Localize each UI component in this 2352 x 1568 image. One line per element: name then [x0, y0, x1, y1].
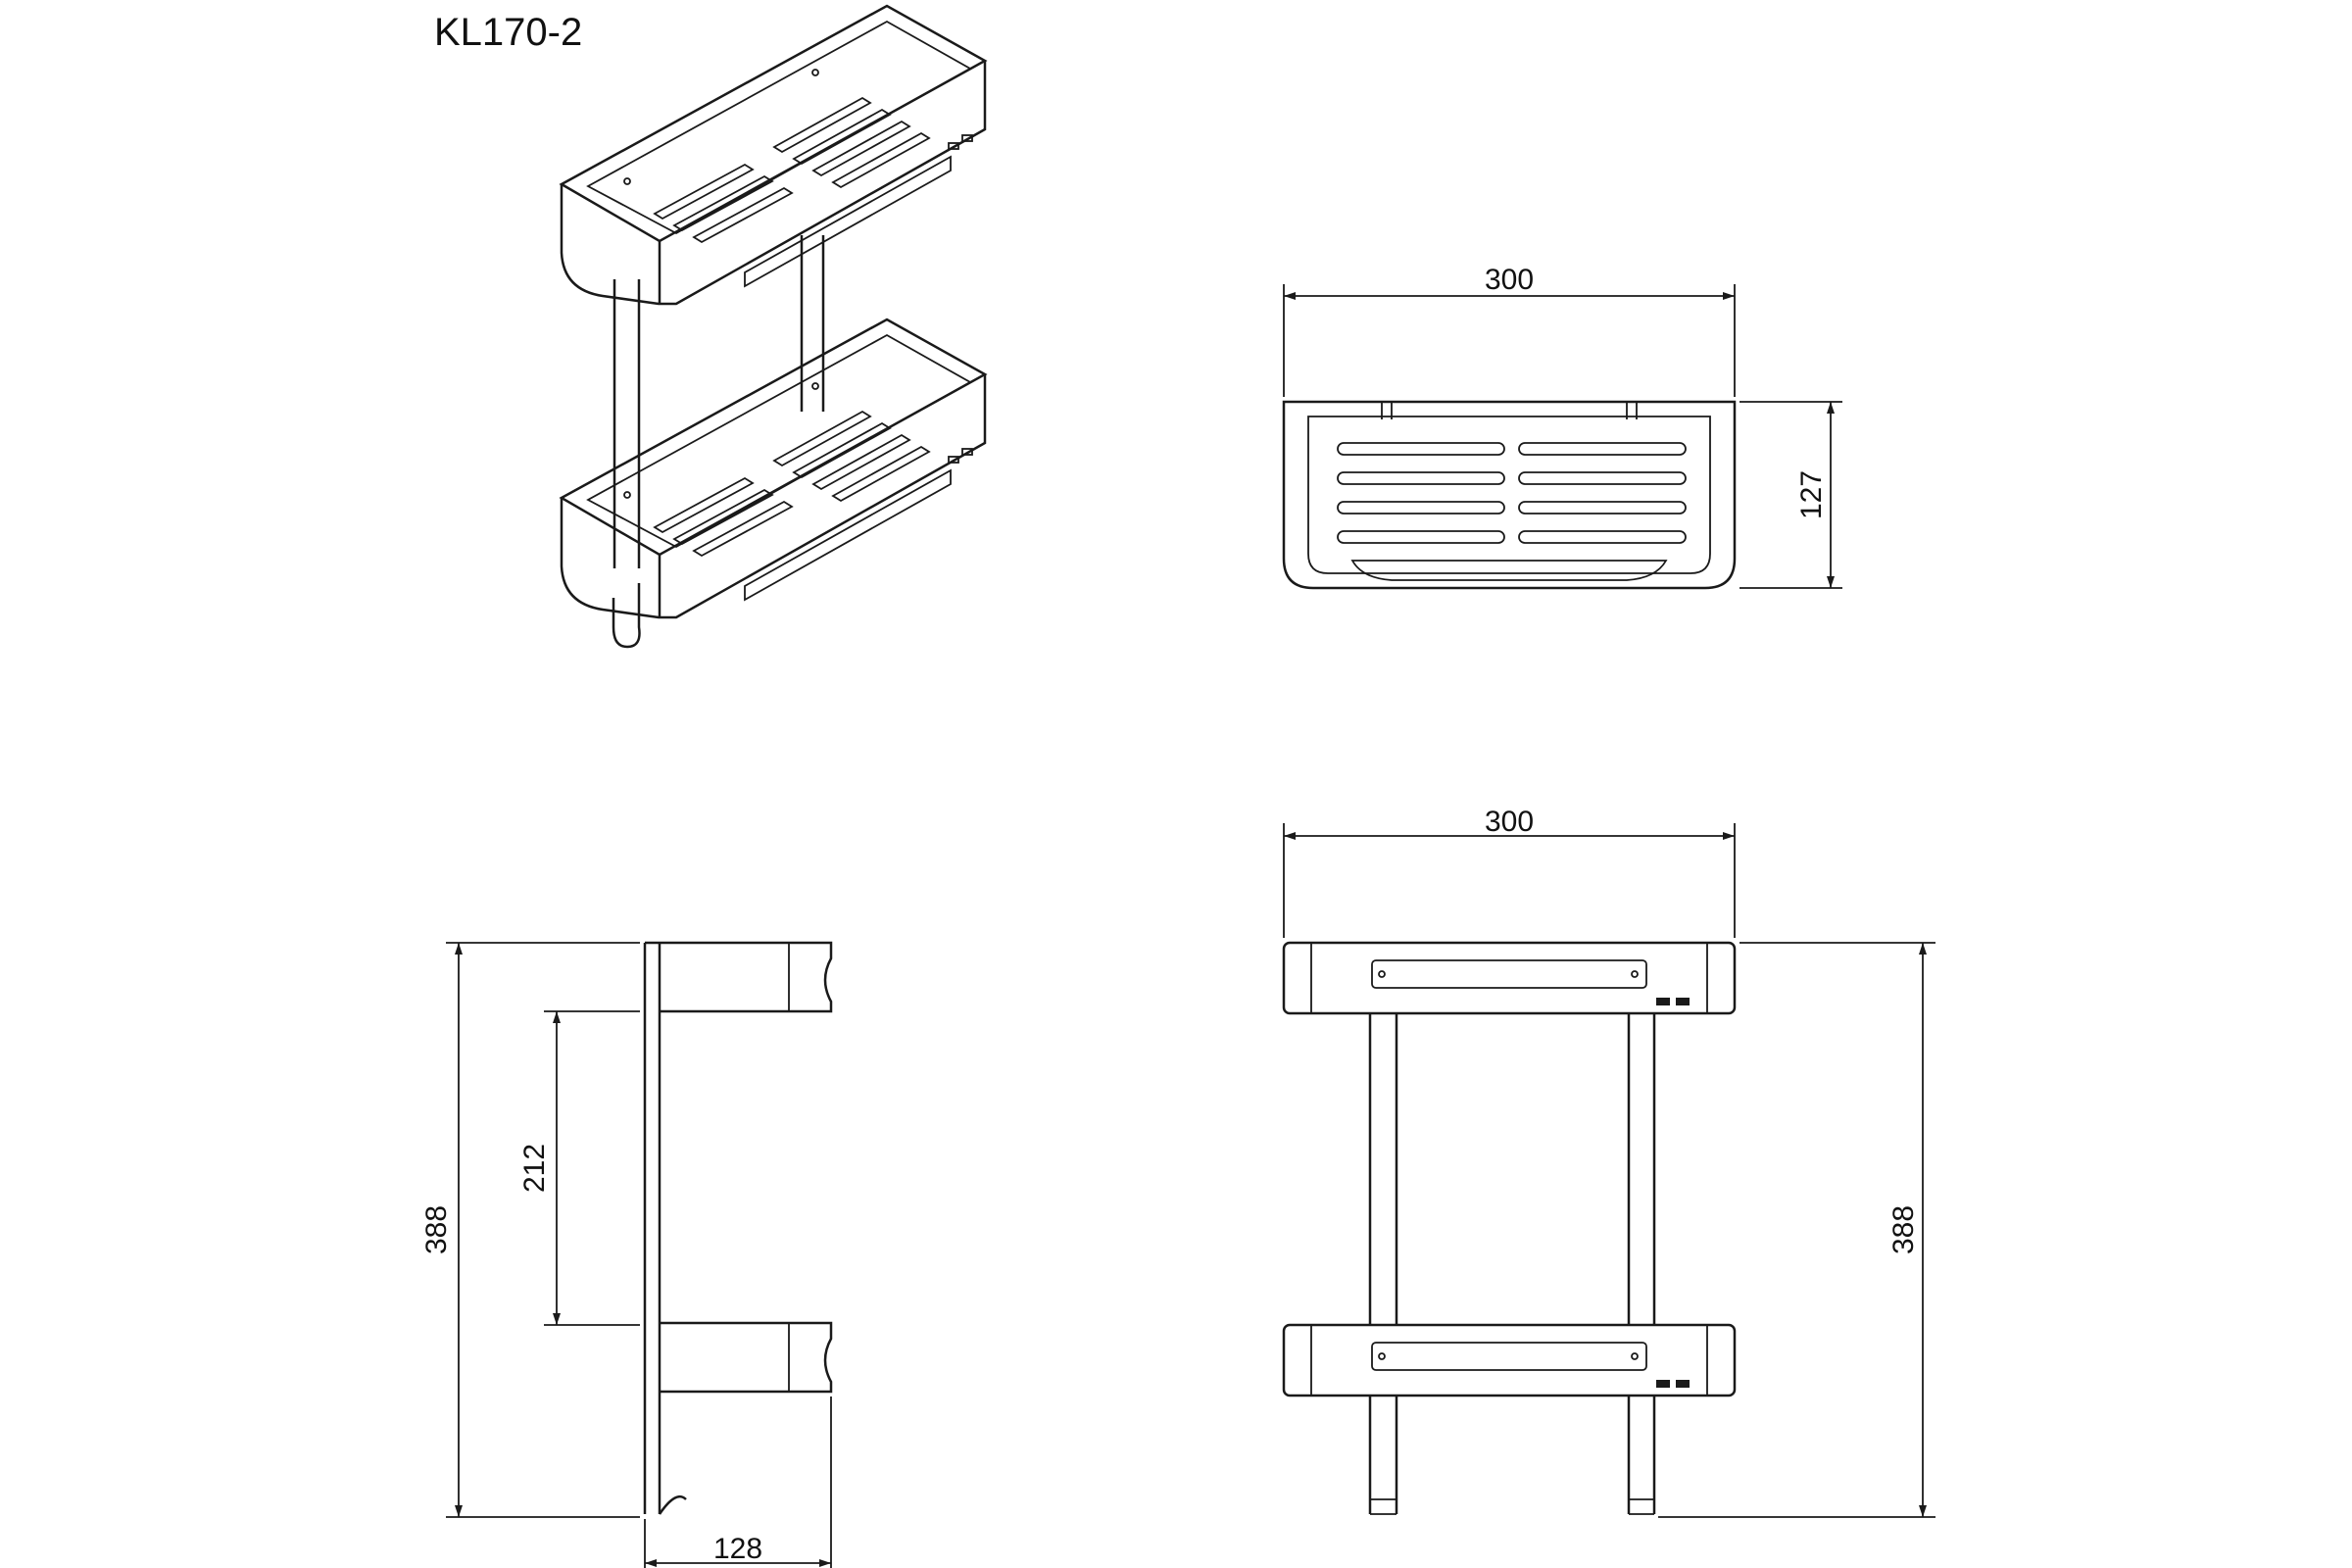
front-view-upper-shelf: [1282, 941, 1737, 1015]
side-view-lower-shelf: [660, 1321, 833, 1394]
side-view-hook: [658, 1494, 687, 1515]
iso-lower-basket: [559, 318, 988, 619]
side-view-upper-shelf: [645, 941, 833, 1013]
top-view-outline: [1282, 400, 1737, 590]
top-view-slots: [1337, 442, 1687, 544]
side-view-shelf-gap-dimension: 212: [518, 1144, 551, 1193]
side-view-height-dimension: 388: [420, 1205, 453, 1254]
top-view-depth-dimension: 127: [1795, 470, 1828, 519]
front-view-height-dimension: 388: [1887, 1205, 1920, 1254]
iso-lower-slots: [653, 410, 931, 558]
front-view-lower-shelf: [1282, 1323, 1737, 1397]
iso-upper-slots: [653, 96, 931, 244]
front-view-width-dimension: 300: [1485, 806, 1534, 838]
front-view-posts: [1368, 1014, 1656, 1515]
side-view: 388 212 128: [420, 941, 833, 1568]
isometric-view: [559, 4, 988, 649]
iso-hook: [612, 583, 641, 649]
model-code-title: KL170-2: [434, 11, 582, 54]
iso-posts: [612, 235, 825, 568]
side-view-depth-dimension: 128: [713, 1533, 762, 1565]
front-view: 300 388: [1282, 806, 1936, 1518]
top-view: 300 127: [1282, 264, 1842, 590]
iso-upper-basket: [559, 4, 988, 306]
top-view-width-dimension: 300: [1485, 264, 1534, 296]
